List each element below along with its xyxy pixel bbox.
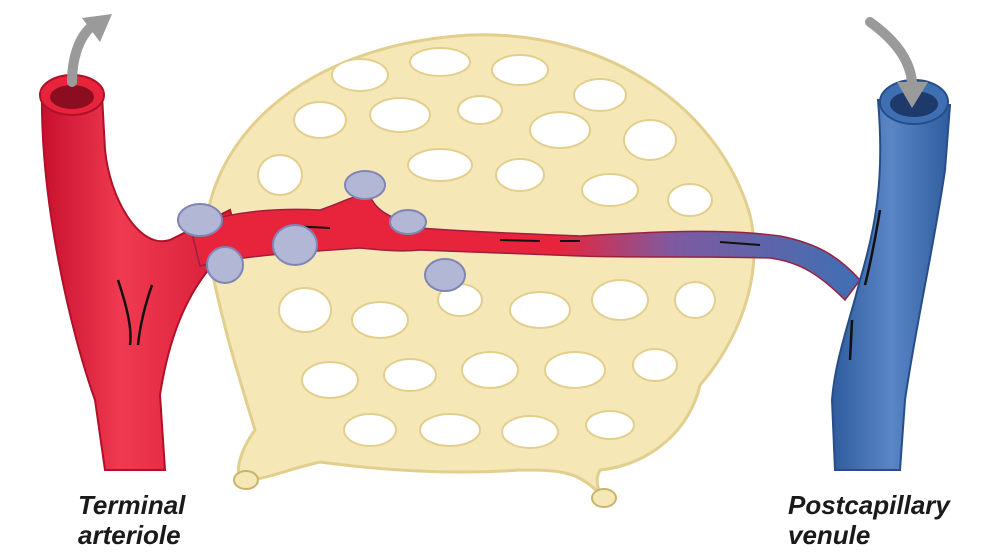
capillary-end-right <box>592 489 616 507</box>
postcapillary-venule-label-line2: venule <box>788 520 950 550</box>
sphincter <box>178 204 222 236</box>
sphincter <box>207 247 243 283</box>
postcapillary-venule-label: Postcapillary venule <box>788 490 950 550</box>
terminal-arteriole-label-line2: arteriole <box>78 520 185 550</box>
sphincter <box>273 225 317 265</box>
curved-arrow-out-icon <box>72 14 112 82</box>
sphincter <box>345 171 385 199</box>
postcapillary-venule-label-line1: Postcapillary <box>788 490 950 520</box>
terminal-arteriole-label: Terminal arteriole <box>78 490 185 550</box>
capillary-bed <box>205 35 754 507</box>
capillary-end-left <box>234 471 258 489</box>
sphincter <box>390 210 426 234</box>
sphincter <box>425 259 465 291</box>
terminal-arteriole-label-line1: Terminal <box>78 490 185 520</box>
